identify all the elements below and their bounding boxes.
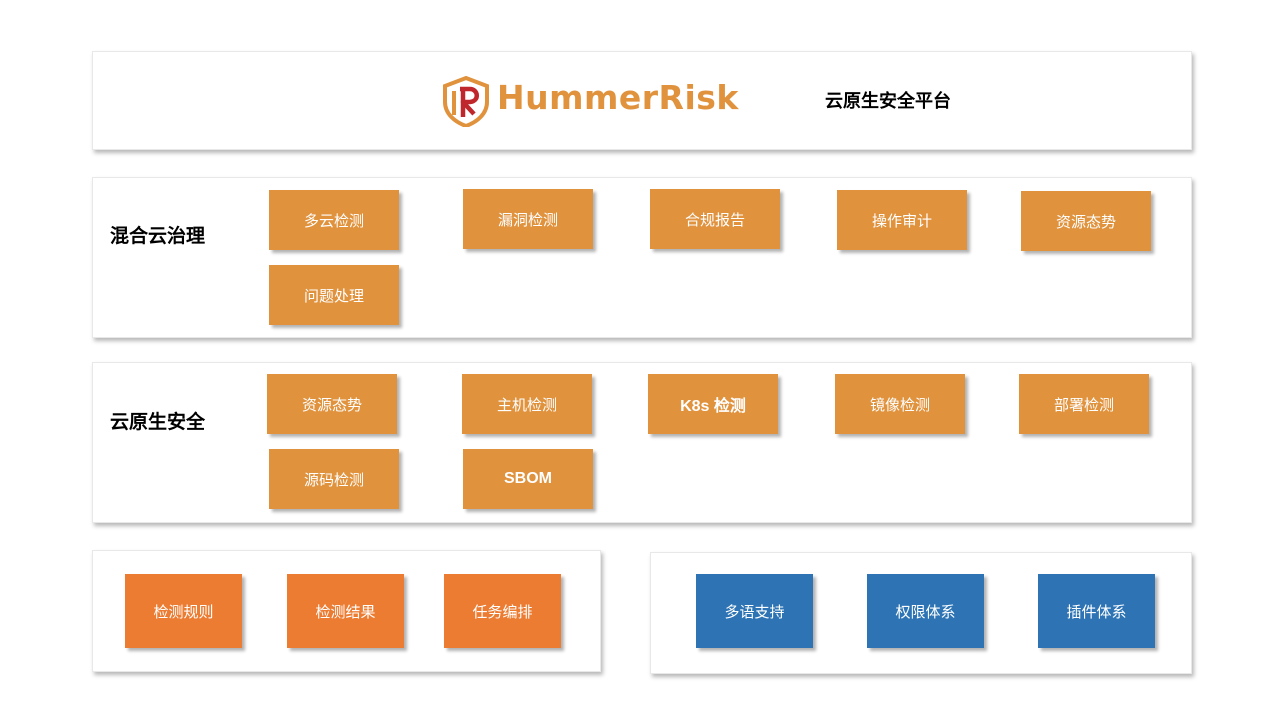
plugin-system: 插件体系: [1038, 574, 1155, 648]
cn-source-check: 源码检测: [269, 449, 399, 509]
cn-image-check: 镜像检测: [835, 374, 965, 434]
hybrid-issue-handling: 问题处理: [269, 265, 399, 325]
header-panel: [92, 51, 1192, 150]
permission-system: 权限体系: [867, 574, 984, 648]
task-orchestration: 任务编排: [444, 574, 561, 648]
hybrid-vuln-check: 漏洞检测: [463, 189, 593, 249]
hybrid-compliance-report: 合规报告: [650, 189, 780, 249]
brand-name: HummerRisk: [497, 78, 739, 117]
hybrid-operation-audit: 操作审计: [837, 190, 967, 250]
hybrid-multicloud-check: 多云检测: [269, 190, 399, 250]
cloud-native-title: 云原生安全: [110, 411, 206, 433]
detection-rules: 检测规则: [125, 574, 242, 648]
shield-r-logo-icon: [443, 75, 489, 127]
hybrid-resource-posture: 资源态势: [1021, 191, 1151, 251]
multi-language-support: 多语支持: [696, 574, 813, 648]
cn-resource-posture: 资源态势: [267, 374, 397, 434]
cn-k8s-check: K8s 检测: [648, 374, 778, 434]
cn-sbom: SBOM: [463, 449, 593, 509]
hybrid-cloud-title: 混合云治理: [110, 225, 206, 247]
cn-host-check: 主机检测: [462, 374, 592, 434]
platform-title: 云原生安全平台: [825, 91, 951, 112]
detection-results: 检测结果: [287, 574, 404, 648]
cn-deploy-check: 部署检测: [1019, 374, 1149, 434]
